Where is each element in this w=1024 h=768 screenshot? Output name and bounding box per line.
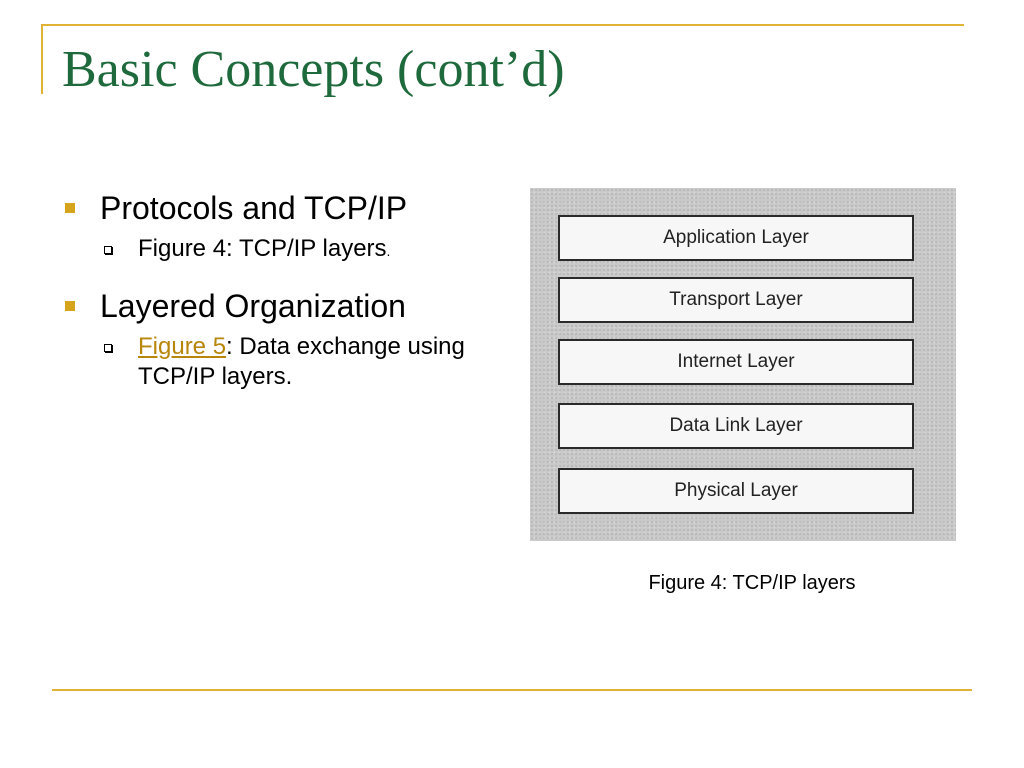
frame-left-line (41, 24, 43, 94)
sub-bullet-text: : Data exchange using TCP/IP layers. (138, 333, 465, 390)
bullet-text: Protocols and TCP/IP (100, 190, 408, 226)
figure-caption: Figure 4: TCP/IP layers (648, 572, 856, 594)
bullet-text: Layered Organization (100, 288, 406, 324)
layer-application: Application Layer (558, 215, 914, 261)
bullet-layered-organization: Layered Organization (62, 286, 502, 326)
square-bullet-icon (65, 203, 75, 213)
layer-transport: Transport Layer (558, 277, 914, 323)
tcpip-layers-figure: Application Layer Transport Layer Intern… (530, 188, 956, 541)
sub-bullet-period: . (386, 243, 391, 259)
square-bullet-icon (65, 301, 75, 311)
layer-data-link: Data Link Layer (558, 403, 914, 449)
frame-top-line (41, 24, 964, 26)
sub-bullet-figure-4: Figure 4: TCP/IP layers. (100, 234, 502, 266)
layer-internet: Internet Layer (558, 339, 914, 385)
figure-5-link[interactable]: Figure 5 (138, 333, 227, 360)
layer-physical: Physical Layer (558, 468, 914, 514)
hollow-square-bullet-icon (104, 344, 112, 352)
hollow-square-bullet-icon (104, 246, 112, 254)
bullet-list: Protocols and TCP/IP Figure 4: TCP/IP la… (62, 188, 502, 392)
sub-bullet-figure-5: Figure 5: Data exchange using TCP/IP lay… (100, 332, 502, 392)
slide-title: Basic Concepts (cont’d) (62, 41, 565, 98)
frame-bottom-line (52, 689, 972, 691)
bullet-protocols-tcpip: Protocols and TCP/IP (62, 188, 502, 228)
sub-bullet-text: Figure 4: TCP/IP layers (138, 235, 387, 262)
